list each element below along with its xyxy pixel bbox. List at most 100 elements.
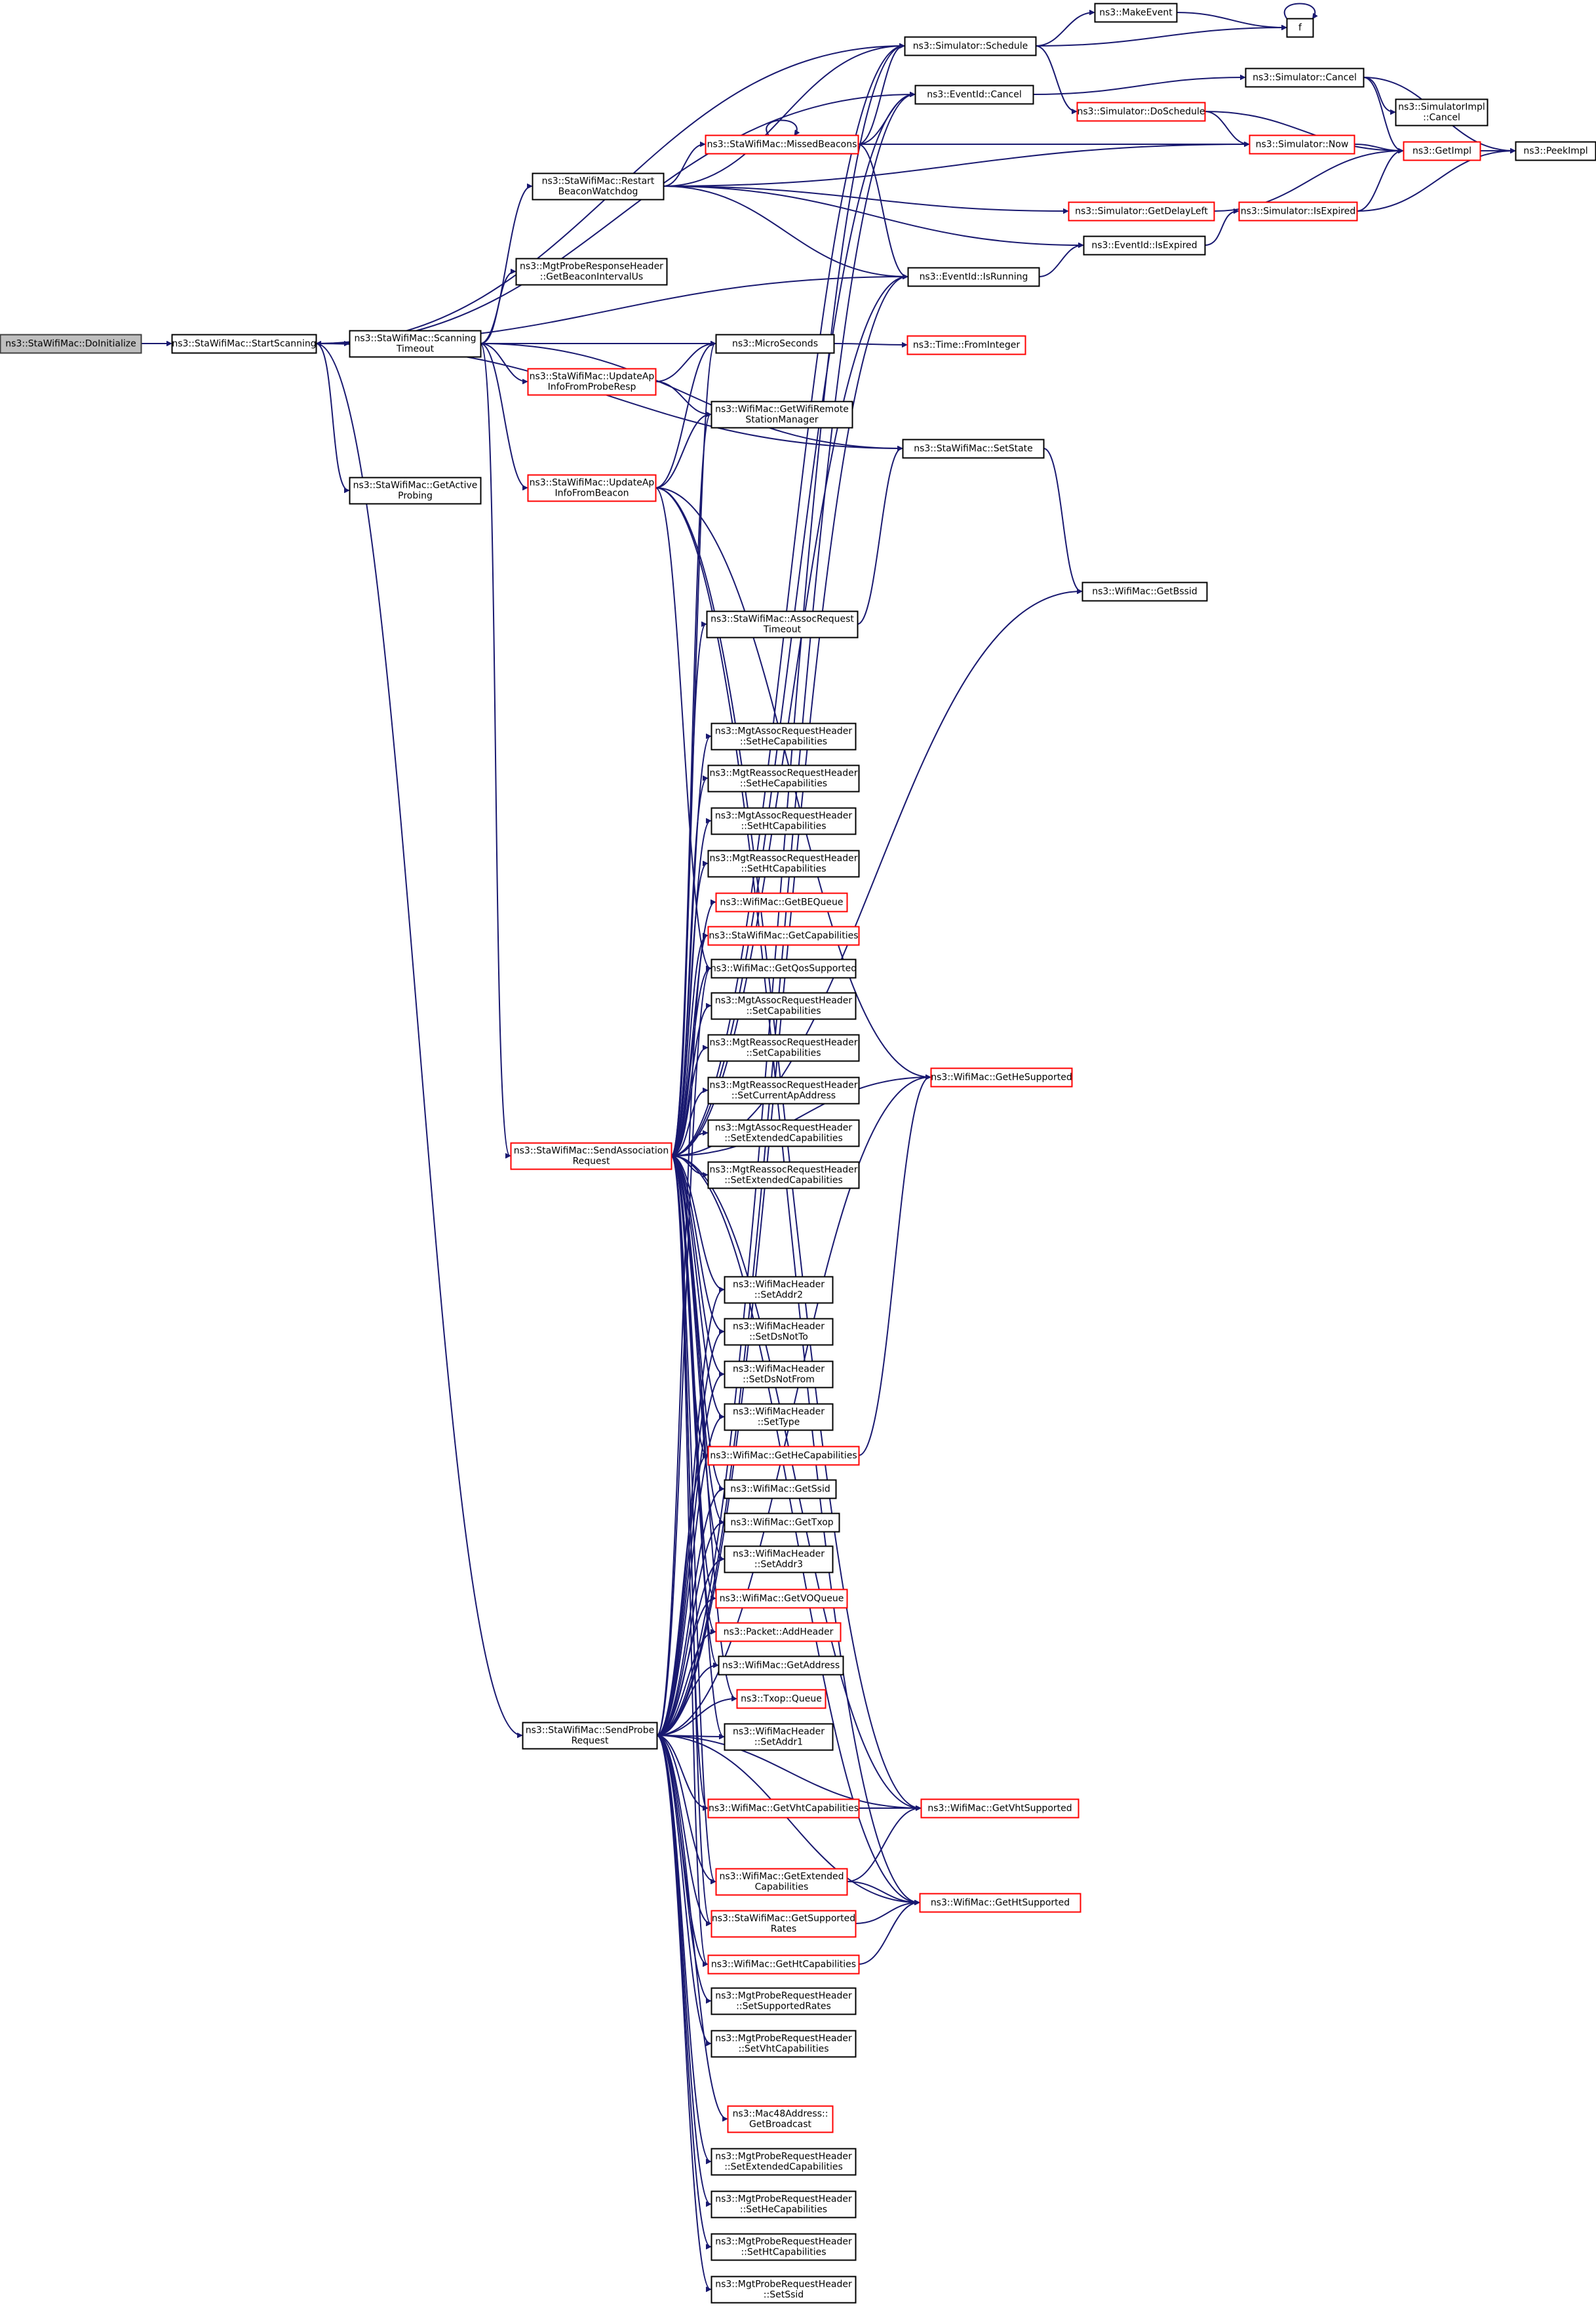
node-label: ns3::MgtAssocRequestHeader xyxy=(715,811,852,821)
node-mgtAssocHt[interactable]: ns3::MgtAssocRequestHeader::SetHtCapabil… xyxy=(710,807,857,835)
node-setAddr1[interactable]: ns3::WifiMacHeader::SetAddr1 xyxy=(724,1723,834,1751)
node-getVhtSupp[interactable]: ns3::WifiMac::GetVhtSupported xyxy=(920,1798,1080,1819)
node-label: ns3::PeekImpl xyxy=(1523,146,1587,157)
edge-sendProbe-to-getHtSupp xyxy=(656,1735,919,1903)
node-label: ::SetExtendedCapabilities xyxy=(724,1134,843,1144)
node-label: Probing xyxy=(398,491,433,502)
node-mgtBeaconInt[interactable]: ns3::MgtProbeResponseHeader::GetBeaconIn… xyxy=(515,258,668,286)
node-label: ns3::Simulator::GetDelayLeft xyxy=(1075,207,1208,217)
node-getBEQueue[interactable]: ns3::WifiMac::GetBEQueue xyxy=(715,892,848,913)
node-getWifiRemote[interactable]: ns3::WifiMac::GetWifiRemoteStationManage… xyxy=(710,401,853,429)
edge-start-to-getActive xyxy=(315,343,349,490)
node-setDsNotTo[interactable]: ns3::WifiMacHeader::SetDsNotTo xyxy=(724,1318,834,1346)
node-staGetCap[interactable]: ns3::StaWifiMac::GetCapabilities xyxy=(707,926,860,946)
node-simIsExpired[interactable]: ns3::Simulator::IsExpired xyxy=(1238,201,1358,222)
node-getHeSupp[interactable]: ns3::WifiMac::GetHeSupported xyxy=(930,1067,1073,1088)
node-getHeCap[interactable]: ns3::WifiMac::GetHeCapabilities xyxy=(707,1446,860,1466)
node-mgtProbeExt[interactable]: ns3::MgtProbeRequestHeader::SetExtendedC… xyxy=(710,2148,857,2176)
node-mgtAssocHe[interactable]: ns3::MgtAssocRequestHeader::SetHeCapabil… xyxy=(710,722,857,751)
node-label: ns3::MgtReassocRequestHeader xyxy=(710,1038,858,1048)
node-setAddr3[interactable]: ns3::WifiMacHeader::SetAddr3 xyxy=(724,1545,834,1573)
edge-sendAssoc-to-addHeader xyxy=(671,1155,716,1632)
node-label: ns3::EventId::Cancel xyxy=(927,90,1022,100)
node-updApProbe[interactable]: ns3::StaWifiMac::UpdateApInfoFromProbeRe… xyxy=(527,368,657,396)
node-mgtProbeSsid[interactable]: ns3::MgtProbeRequestHeader::SetSsid xyxy=(710,2276,857,2304)
node-getHtCap[interactable]: ns3::WifiMac::GetHtCapabilities xyxy=(707,1954,860,1975)
node-getVhtCap[interactable]: ns3::WifiMac::GetVhtCapabilities xyxy=(707,1798,860,1819)
edge-sendProbe-to-getTxop xyxy=(656,1522,724,1736)
node-addHeader[interactable]: ns3::Packet::AddHeader xyxy=(715,1622,842,1642)
node-getHtSupp[interactable]: ns3::WifiMac::GetHtSupported xyxy=(919,1893,1081,1913)
node-setState[interactable]: ns3::StaWifiMac::SetState xyxy=(902,439,1045,459)
node-f[interactable]: f xyxy=(1286,18,1314,38)
node-box xyxy=(724,1545,834,1573)
node-label: ::SetType xyxy=(758,1417,800,1428)
node-getSsid[interactable]: ns3::WifiMac::GetSsid xyxy=(724,1479,837,1499)
node-mac48Bcast[interactable]: ns3::Mac48Address::GetBroadcast xyxy=(727,2105,834,2133)
node-mgtProbeHe[interactable]: ns3::MgtProbeRequestHeader::SetHeCapabil… xyxy=(710,2190,857,2219)
node-box xyxy=(710,2190,857,2219)
node-getTxop[interactable]: ns3::WifiMac::GetTxop xyxy=(724,1512,840,1533)
node-label: ns3::EventId::IsRunning xyxy=(920,272,1028,283)
edge-missedBeacons-to-missedBeacons xyxy=(766,119,796,136)
node-label: ns3::WifiMac::GetBssid xyxy=(1092,587,1197,597)
node-setDsNotFrom[interactable]: ns3::WifiMacHeader::SetDsNotFrom xyxy=(724,1360,834,1389)
node-start[interactable]: ns3::StaWifiMac::StartScanning xyxy=(171,334,317,354)
node-box xyxy=(710,2233,857,2261)
node-getQos[interactable]: ns3::WifiMac::GetQosSupported xyxy=(710,958,857,979)
node-mgtReassocExt[interactable]: ns3::MgtReassocRequestHeader::SetExtende… xyxy=(707,1161,860,1189)
node-eventIsRunning[interactable]: ns3::EventId::IsRunning xyxy=(907,267,1040,287)
node-label: ns3::Txop::Queue xyxy=(741,1694,822,1705)
node-label: ns3::WifiMacHeader xyxy=(733,1280,825,1290)
node-box xyxy=(724,1479,837,1499)
node-simCancel[interactable]: ns3::Simulator::Cancel xyxy=(1245,68,1365,88)
node-label: ::SetExtendedCapabilities xyxy=(724,2162,843,2173)
node-mgtReassocHe[interactable]: ns3::MgtReassocRequestHeader::SetHeCapab… xyxy=(707,764,860,793)
edge-missedBeacons-to-eventIsRunning xyxy=(857,144,907,277)
node-missedBeacons[interactable]: ns3::StaWifiMac::MissedBeacons xyxy=(705,134,859,155)
node-label: ::SetAddr3 xyxy=(754,1560,803,1570)
node-makeEvent[interactable]: ns3::MakeEvent xyxy=(1094,3,1178,23)
node-mgtAssocCap[interactable]: ns3::MgtAssocRequestHeader::SetCapabilit… xyxy=(710,992,857,1020)
node-txopQueue[interactable]: ns3::Txop::Queue xyxy=(736,1689,827,1709)
node-label: ns3::StaWifiMac::SetState xyxy=(914,444,1033,454)
node-setAddr2[interactable]: ns3::WifiMacHeader::SetAddr2 xyxy=(724,1276,834,1304)
node-eventIsExpired[interactable]: ns3::EventId::IsExpired xyxy=(1083,235,1206,256)
node-microSeconds[interactable]: ns3::MicroSeconds xyxy=(715,334,835,354)
node-getAddress[interactable]: ns3::WifiMac::GetAddress xyxy=(718,1655,844,1676)
node-mgtReassocCur[interactable]: ns3::MgtReassocRequestHeader::SetCurrent… xyxy=(707,1076,860,1105)
node-getBssid[interactable]: ns3::WifiMac::GetBssid xyxy=(1081,582,1208,602)
node-box xyxy=(1076,102,1206,122)
node-timeFromInt[interactable]: ns3::Time::FromInteger xyxy=(906,335,1026,355)
node-mgtProbeVht[interactable]: ns3::MgtProbeRequestHeader::SetVhtCapabi… xyxy=(710,2030,857,2058)
node-label: ns3::MgtProbeRequestHeader xyxy=(715,2237,852,2247)
node-mgtProbeHt[interactable]: ns3::MgtProbeRequestHeader::SetHtCapabil… xyxy=(710,2233,857,2261)
node-root[interactable]: ns3::StaWifiMac::DoInitialize xyxy=(0,334,142,354)
node-mgtReassocCap[interactable]: ns3::MgtReassocRequestHeader::SetCapabil… xyxy=(707,1034,860,1062)
node-mgtAssocExt[interactable]: ns3::MgtAssocRequestHeader::SetExtendedC… xyxy=(707,1119,860,1147)
node-peekImpl[interactable]: ns3::PeekImpl xyxy=(1515,141,1596,161)
node-simSchedule[interactable]: ns3::Simulator::Schedule xyxy=(904,36,1037,56)
node-label: ns3::StaWifiMac::GetActive xyxy=(353,481,478,491)
node-mgtProbeRates[interactable]: ns3::MgtProbeRequestHeader::SetSupported… xyxy=(710,1987,857,2015)
node-box xyxy=(707,1119,860,1147)
node-simImplCancel[interactable]: ns3::SimulatorImpl::Cancel xyxy=(1395,98,1489,127)
node-mgtReassocHt[interactable]: ns3::MgtReassocRequestHeader::SetHtCapab… xyxy=(707,850,860,878)
node-simGetDelayLeft[interactable]: ns3::Simulator::GetDelayLeft xyxy=(1068,201,1215,222)
node-simNow[interactable]: ns3::Simulator::Now xyxy=(1249,134,1355,155)
node-simDoSchedule[interactable]: ns3::Simulator::DoSchedule xyxy=(1076,102,1206,122)
node-eventCancel[interactable]: ns3::EventId::Cancel xyxy=(914,85,1034,105)
node-getVOQueue[interactable]: ns3::WifiMac::GetVOQueue xyxy=(715,1589,848,1609)
node-label: ns3::MgtProbeResponseHeader xyxy=(520,262,663,272)
node-getImpl[interactable]: ns3::GetImpl xyxy=(1403,141,1481,161)
node-setType[interactable]: ns3::WifiMacHeader::SetType xyxy=(724,1403,834,1431)
